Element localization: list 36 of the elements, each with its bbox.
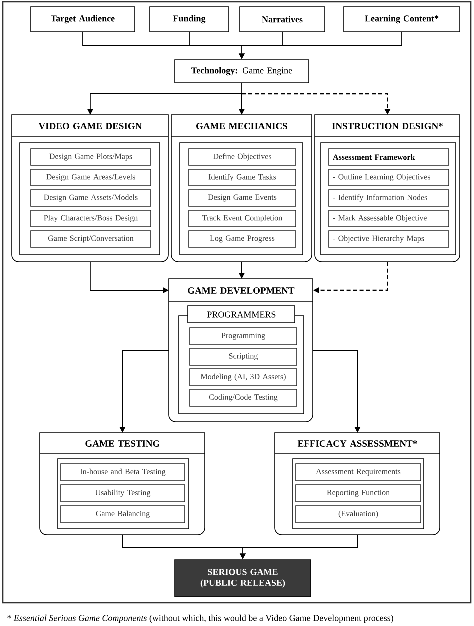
task-box: Game Script/Conversation bbox=[30, 230, 152, 248]
task-box: Usability Testing bbox=[60, 484, 186, 502]
task-box: Assessment Requirements bbox=[296, 464, 422, 482]
caption: *Essential Serious Game Components (without which, this would be a Video Game Development process) bbox=[8, 614, 394, 624]
task-box: Log Game Progress bbox=[188, 230, 296, 248]
task-box: Play Characters/Boss Design bbox=[30, 210, 152, 228]
task-box: - Objective Hierarchy Maps bbox=[328, 230, 450, 248]
task-box: (Evaluation) bbox=[296, 506, 422, 524]
input-box: Funding bbox=[150, 6, 230, 32]
connector-line bbox=[122, 534, 244, 548]
connector-line bbox=[242, 32, 402, 46]
task-box: Track Event Completion bbox=[188, 210, 296, 228]
task-box: In-house and Beta Testing bbox=[60, 464, 186, 482]
engine-box: Technology: Game Engine bbox=[174, 60, 310, 84]
task-box: Game Balancing bbox=[60, 506, 186, 524]
task-box: Reporting Function bbox=[296, 484, 422, 502]
task-box: Assessment Framework bbox=[328, 148, 450, 166]
task-box: Design Game Plots/Maps bbox=[30, 148, 152, 166]
connector-line bbox=[189, 32, 242, 46]
task-box: Programming bbox=[190, 328, 298, 346]
task-box: - Identify Information Nodes bbox=[328, 190, 450, 207]
connector-line bbox=[242, 534, 358, 548]
task-box: Modeling (AI, 3D Assets) bbox=[190, 368, 298, 386]
input-box: Target Audience bbox=[30, 6, 136, 32]
input-box: Learning Content* bbox=[344, 6, 460, 32]
task-box: Design Game Events bbox=[188, 190, 296, 207]
input-box: Narratives bbox=[240, 6, 326, 32]
task-box: Define Objectives bbox=[188, 148, 296, 166]
task-box: Scripting bbox=[190, 348, 298, 366]
task-box: Identify Game Tasks bbox=[188, 169, 296, 186]
task-box: - Outline Learning Objectives bbox=[328, 169, 450, 186]
task-box: Design Game Assets/Models bbox=[30, 190, 152, 207]
release-box: SERIOUS GAME (PUBLIC RELEASE) bbox=[174, 560, 312, 598]
task-box: - Mark Assessable Objective bbox=[328, 210, 450, 228]
task-box: Coding/Code Testing bbox=[190, 389, 298, 407]
task-box: Design Game Areas/Levels bbox=[30, 169, 152, 186]
